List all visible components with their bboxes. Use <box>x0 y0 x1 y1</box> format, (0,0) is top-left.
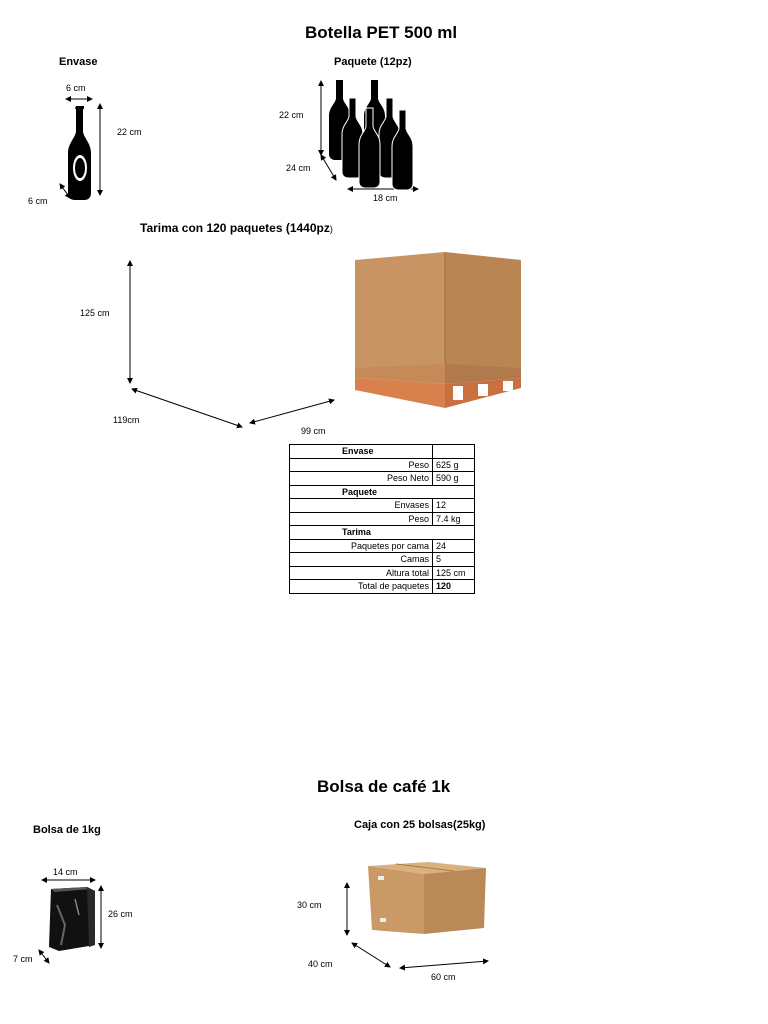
table-cell-label: Total de paquetes <box>289 579 433 594</box>
pack-bottle <box>329 80 414 191</box>
envase-label: Envase <box>59 56 98 68</box>
coffee-bag-image <box>49 887 95 951</box>
bottle-icon <box>68 106 91 200</box>
table-cell-label: Peso Neto <box>289 471 433 486</box>
pallet-box-image <box>355 252 521 408</box>
bottle-section-title: Botella PET 500 ml <box>305 23 458 42</box>
caja-depth-label: 40 cm <box>308 959 333 969</box>
table-cell-value: 120 <box>432 579 475 594</box>
paquete-height-label: 22 cm <box>279 110 304 120</box>
bolsa-dimension-arrows <box>38 877 104 964</box>
table-cell-value: 7.4 kg <box>432 511 475 526</box>
table-section-title: Envase <box>289 444 433 459</box>
table-cell-label: Paquetes por cama <box>289 538 433 553</box>
envase-depth-label: 6 cm <box>28 196 48 206</box>
table-section-title: Tarima <box>289 525 433 540</box>
bottle-pack-icon <box>329 80 414 191</box>
tarima-label: Tarima con 120 paquetes (1440pz) <box>140 221 333 235</box>
table-cell-value: 125 cm <box>432 565 475 580</box>
table-cell-value: 5 <box>432 552 475 567</box>
tarima-label-suffix: ) <box>329 224 333 234</box>
paquete-width-label: 18 cm <box>373 193 398 203</box>
tarima-height-label: 125 cm <box>80 308 110 318</box>
tarima-label-text: Tarima con 120 paquetes (1440pz <box>140 221 330 235</box>
table-cell-label: Peso <box>289 511 433 526</box>
envase-dimension-arrows <box>59 96 103 199</box>
table-cell-label: Camas <box>289 552 433 567</box>
tarima-dimension-arrows <box>127 260 335 429</box>
caja-width-label: 60 cm <box>431 972 456 982</box>
tarima-length-label: 119cm <box>113 415 140 425</box>
coffee-box-image <box>368 862 486 934</box>
table-cell-value: 625 g <box>432 457 475 472</box>
table-section-row: Paquete <box>289 484 475 499</box>
table-section-row: Tarima <box>289 525 475 540</box>
table-section-row: Envase <box>289 444 475 459</box>
table-cell-value: 590 g <box>432 471 475 486</box>
bolsa-depth-label: 7 cm <box>13 954 33 964</box>
caja-label: Caja con 25 bolsas(25kg) <box>354 819 486 831</box>
caja-dimension-arrows <box>344 882 489 971</box>
table-cell-value: 12 <box>432 498 475 513</box>
paquete-label: Paquete (12pz) <box>334 56 412 68</box>
envase-height-label: 22 cm <box>117 127 142 137</box>
table-cell-label: Altura total <box>289 565 433 580</box>
table-cell-value: 24 <box>432 538 475 553</box>
bolsa-height-label: 26 cm <box>108 909 133 919</box>
paquete-depth-label: 24 cm <box>286 163 311 173</box>
envase-width-label: 6 cm <box>66 83 86 93</box>
bolsa-width-label: 14 cm <box>53 867 78 877</box>
table-section-title: Paquete <box>289 484 433 499</box>
coffee-section-title: Bolsa de café 1k <box>317 777 451 796</box>
table-cell-label: Peso <box>289 457 433 472</box>
table-cell-label: Envases <box>289 498 433 513</box>
bolsa-label: Bolsa de 1kg <box>33 824 101 836</box>
caja-height-label: 30 cm <box>297 900 322 910</box>
tarima-width-label: 99 cm <box>301 426 326 436</box>
